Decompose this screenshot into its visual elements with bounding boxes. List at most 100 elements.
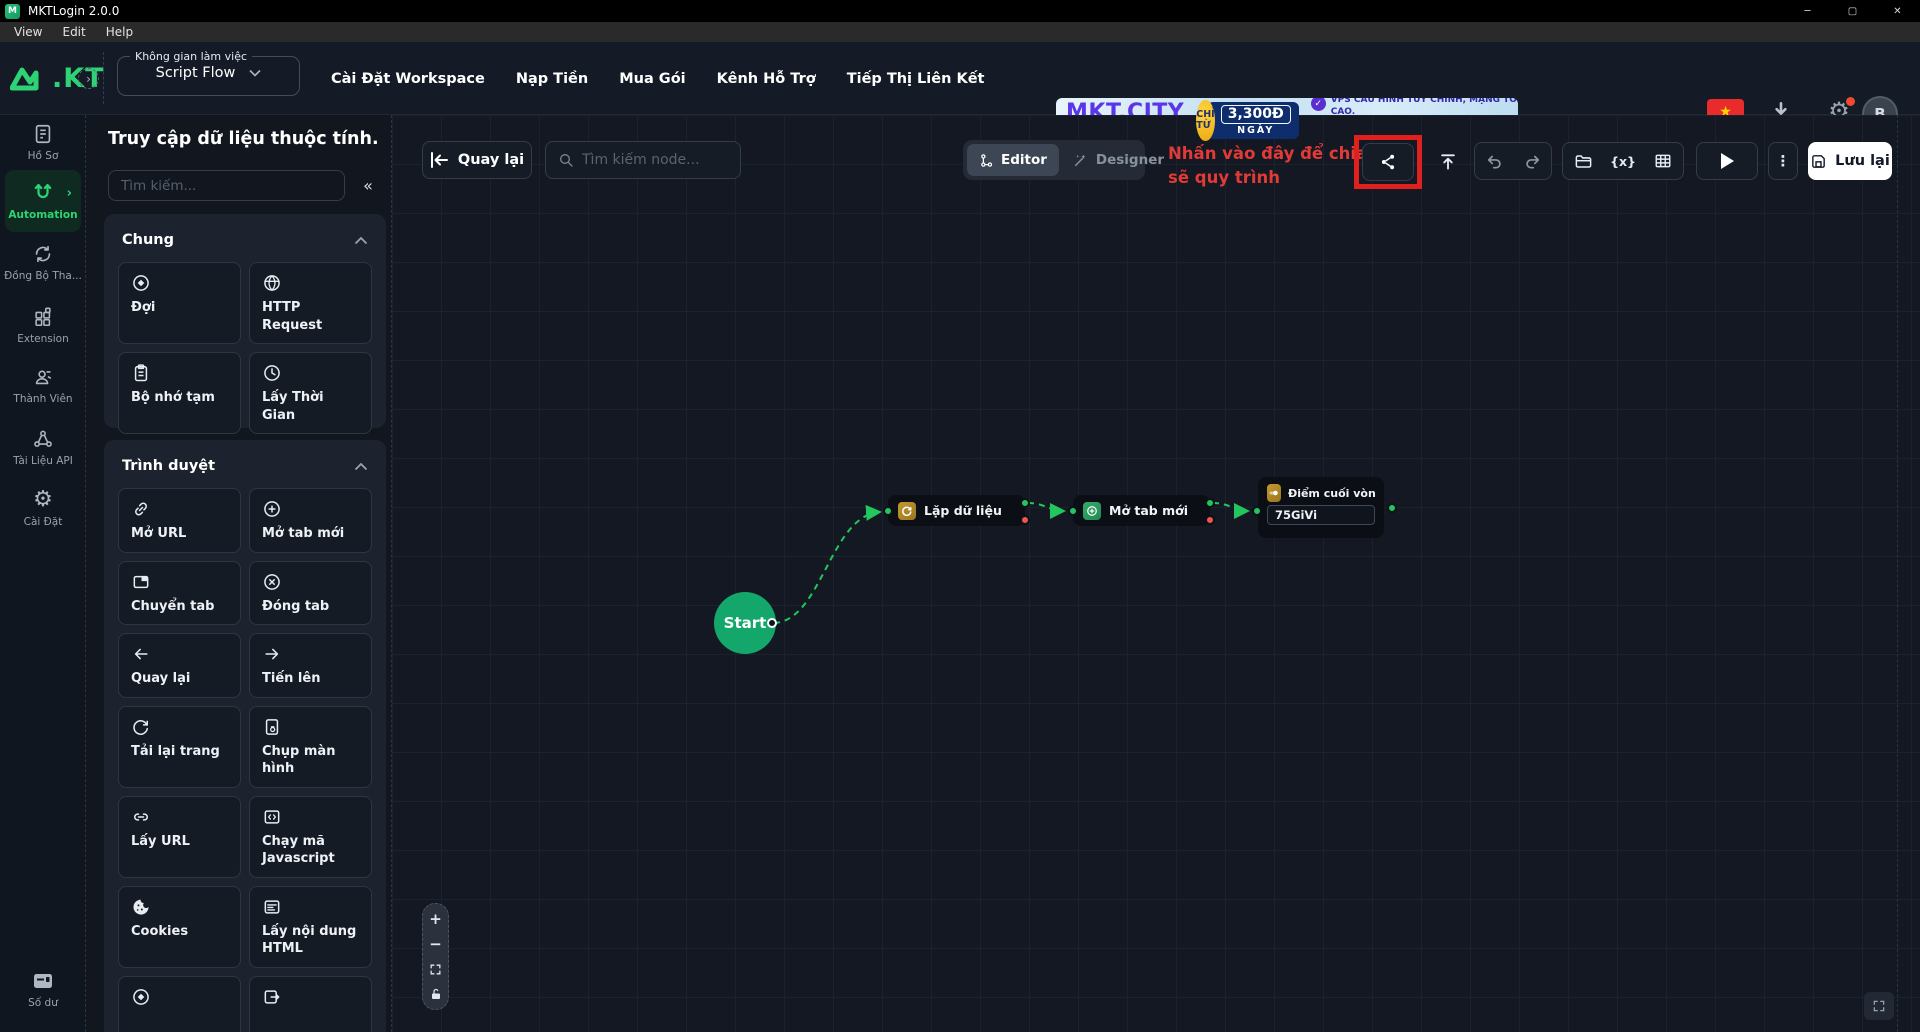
port-newtab-input[interactable]: [1068, 506, 1078, 516]
sidebar-item-members[interactable]: Thành Viên: [0, 366, 86, 405]
palette-node-clipboard[interactable]: Bộ nhớ tạm: [118, 352, 241, 435]
folder-button[interactable]: [1563, 153, 1603, 170]
loop-end-value-input[interactable]: [1267, 505, 1375, 525]
banner-price: 3,300Đ: [1220, 104, 1291, 124]
sidebar-item-balance[interactable]: Số dư: [0, 970, 86, 1009]
port-loop-input[interactable]: [883, 506, 893, 516]
lock-button[interactable]: [430, 986, 442, 1002]
palette-node-close-tab[interactable]: Đóng tab: [249, 560, 372, 626]
cookie-icon: [133, 899, 149, 915]
menu-help[interactable]: Help: [105, 25, 134, 39]
palette-node-switch-tab[interactable]: Chuyển tab: [118, 560, 241, 626]
palette-node-partial-2[interactable]: [249, 975, 372, 1032]
maximize-button[interactable]: ▢: [1847, 5, 1858, 17]
palette-node-get-time[interactable]: Lấy Thời Gian: [249, 352, 372, 435]
annotation-line2: sẽ quy trình: [1168, 167, 1280, 187]
nav-affiliate[interactable]: Tiếp Thị Liên Kết: [846, 70, 985, 87]
menu-edit[interactable]: Edit: [62, 25, 86, 39]
sidebar-item-settings[interactable]: ⚙ Cài Đặt: [0, 489, 86, 529]
palette-node-reload[interactable]: Tải lại trang: [118, 705, 241, 788]
logo-mountain-icon: [10, 67, 39, 91]
node-loop-data[interactable]: Lặp dữ liệu: [888, 495, 1025, 526]
palette-node-run-javascript[interactable]: Chạy mã Javascript: [249, 795, 372, 878]
sidebar-item-profile[interactable]: Hồ Sơ: [0, 123, 86, 162]
palette-node-screenshot[interactable]: Chụp màn hình: [249, 705, 372, 788]
node-search-input[interactable]: [582, 152, 722, 168]
zoom-out-button[interactable]: −: [429, 935, 442, 953]
header-collapse-chevron[interactable]: ›: [78, 68, 99, 89]
check-icon: ✓: [1310, 98, 1326, 112]
port-newtab-output-error[interactable]: [1205, 515, 1215, 525]
undo-button[interactable]: [1475, 153, 1513, 170]
palette-node-wait[interactable]: Đợi: [118, 262, 241, 345]
sidebar-label: Cài Đặt: [23, 516, 63, 528]
port-loopend-input[interactable]: [1252, 506, 1262, 516]
menu-view[interactable]: View: [14, 25, 43, 39]
nav-buy-package[interactable]: Mua Gói: [619, 70, 686, 87]
tile-label: Tiến lên: [262, 671, 321, 687]
nav-topup[interactable]: Nạp Tiền: [515, 70, 589, 87]
section-title: Chung: [122, 232, 174, 248]
run-button[interactable]: [1696, 142, 1758, 180]
start-node[interactable]: Start: [714, 592, 776, 654]
app-logo-icon: M: [5, 3, 20, 19]
table-button[interactable]: [1643, 153, 1683, 169]
minimize-button[interactable]: ─: [1804, 5, 1811, 17]
node-new-tab[interactable]: Mở tab mới: [1073, 495, 1210, 526]
port-newtab-output-success[interactable]: [1205, 498, 1215, 508]
variables-button[interactable]: {x}: [1603, 154, 1643, 169]
palette-node-cookies[interactable]: Cookies: [118, 885, 241, 968]
palette-node-new-tab[interactable]: Mở tab mới: [249, 488, 372, 553]
header: .KT › Không gian làm việc Script Flow Cà…: [0, 42, 1920, 142]
publish-button[interactable]: [1428, 143, 1468, 181]
palette-node-get-html[interactable]: Lấy nội dung HTML: [249, 885, 372, 968]
port-loop-output-error[interactable]: [1020, 515, 1030, 525]
balance-card-icon: [34, 974, 52, 988]
zoom-in-button[interactable]: +: [429, 910, 442, 928]
workspace-selector[interactable]: Không gian làm việc Script Flow: [117, 50, 300, 96]
palette-node-get-url[interactable]: Lấy URL: [118, 795, 241, 878]
sidebar-item-automation[interactable]: Automation ›: [5, 170, 81, 232]
connection-start-to-loop: [773, 504, 882, 624]
tile-label: Cookies: [131, 923, 189, 939]
tab-designer[interactable]: Designer: [1061, 144, 1176, 176]
sidebar-item-sync[interactable]: Đồng Bộ Tha...: [0, 243, 86, 282]
nav-workspace-settings[interactable]: Cài Đặt Workspace: [331, 70, 485, 87]
workspace-value: Script Flow: [155, 65, 236, 81]
port-loopend-output[interactable]: [1387, 503, 1397, 513]
more-options-button[interactable]: ⋮: [1768, 142, 1798, 180]
tile-label: Đóng tab: [262, 598, 330, 614]
tab-editor[interactable]: Editor: [967, 144, 1059, 176]
port-start-output[interactable]: [767, 618, 777, 628]
node-loop-end[interactable]: Điểm cuối vòng ...: [1258, 477, 1384, 538]
fullscreen-button[interactable]: [1864, 992, 1894, 1020]
panel-collapse-button[interactable]: «: [363, 176, 373, 195]
sidebar-item-api-docs[interactable]: Tài Liệu API: [0, 428, 86, 467]
fit-view-button[interactable]: [429, 961, 442, 977]
sidebar-item-extension[interactable]: Extension: [0, 306, 86, 345]
upload-icon: [1441, 154, 1455, 170]
palette-node-http-request[interactable]: HTTP Request: [249, 262, 372, 345]
share-button[interactable]: [1362, 143, 1414, 181]
chevron-up-icon[interactable]: [354, 236, 368, 245]
connection-loop-to-newtab: [1027, 502, 1066, 519]
close-button[interactable]: ✕: [1893, 5, 1902, 17]
back-button[interactable]: Quay lại: [422, 141, 532, 179]
annotation-highlight-box: [1354, 135, 1422, 189]
palette-node-go-forward[interactable]: Tiến lên: [249, 633, 372, 698]
palette-search-input[interactable]: [108, 170, 345, 201]
fit-view-icon: [430, 964, 441, 974]
banner-bullet-1: VPS CẤU HÌNH TÙY CHỈNH, MẠNG TỐC ĐỘ CAO.: [1330, 98, 1518, 117]
save-button[interactable]: Lưu lại: [1808, 142, 1892, 180]
nav-support[interactable]: Kênh Hỗ Trợ: [716, 70, 816, 87]
redo-button[interactable]: [1513, 153, 1551, 170]
port-loop-output-success[interactable]: [1020, 498, 1030, 508]
flow-canvas[interactable]: Quay lại Editor Designer Nhấn vào đây để…: [392, 115, 1920, 1032]
palette-node-partial-1[interactable]: [118, 975, 241, 1032]
app-title: MKTLogin 2.0.0: [28, 4, 120, 18]
palette-node-open-url[interactable]: Mở URL: [118, 488, 241, 553]
sync-icon: [35, 245, 51, 263]
node-label: Điểm cuối vòng ...: [1287, 486, 1375, 500]
chevron-up-icon[interactable]: [354, 462, 368, 471]
palette-node-go-back[interactable]: Quay lại: [118, 633, 241, 698]
